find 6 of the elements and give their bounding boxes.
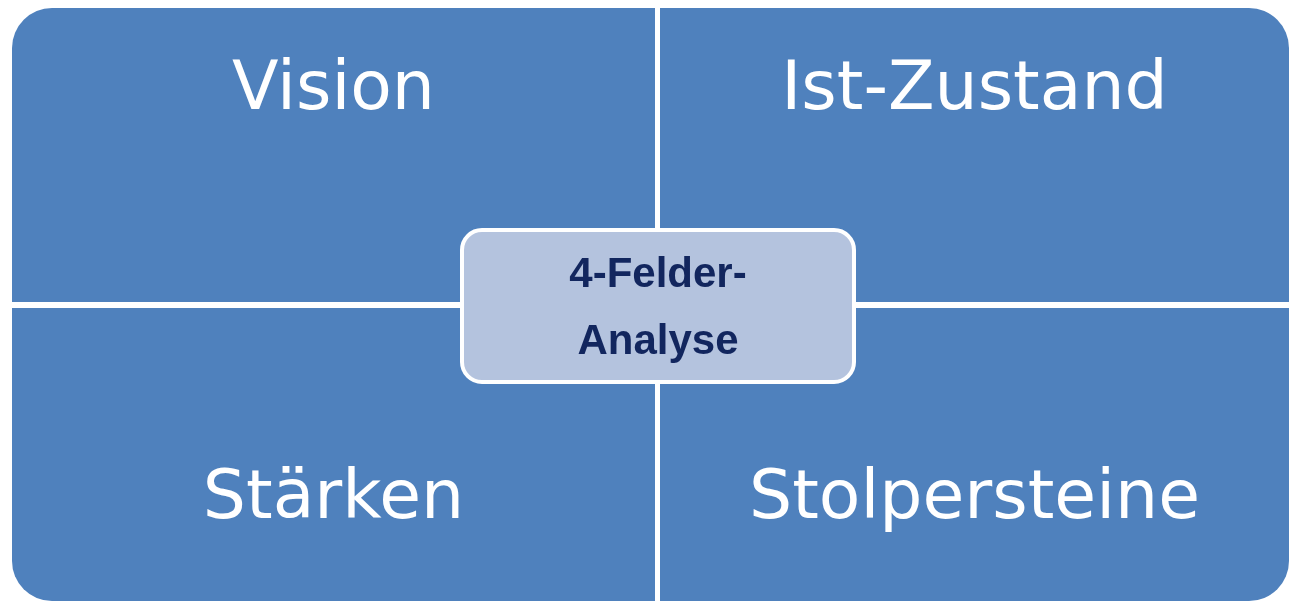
quadrant-label: Stärken (202, 455, 465, 534)
center-title: 4-Felder-Analyse (568, 247, 748, 365)
quadrant-label: Vision (232, 45, 435, 125)
quadrant-label: Ist-Zustand (781, 45, 1168, 125)
quadrant-label: Stolpersteine (749, 455, 1200, 534)
center-box (460, 228, 856, 384)
